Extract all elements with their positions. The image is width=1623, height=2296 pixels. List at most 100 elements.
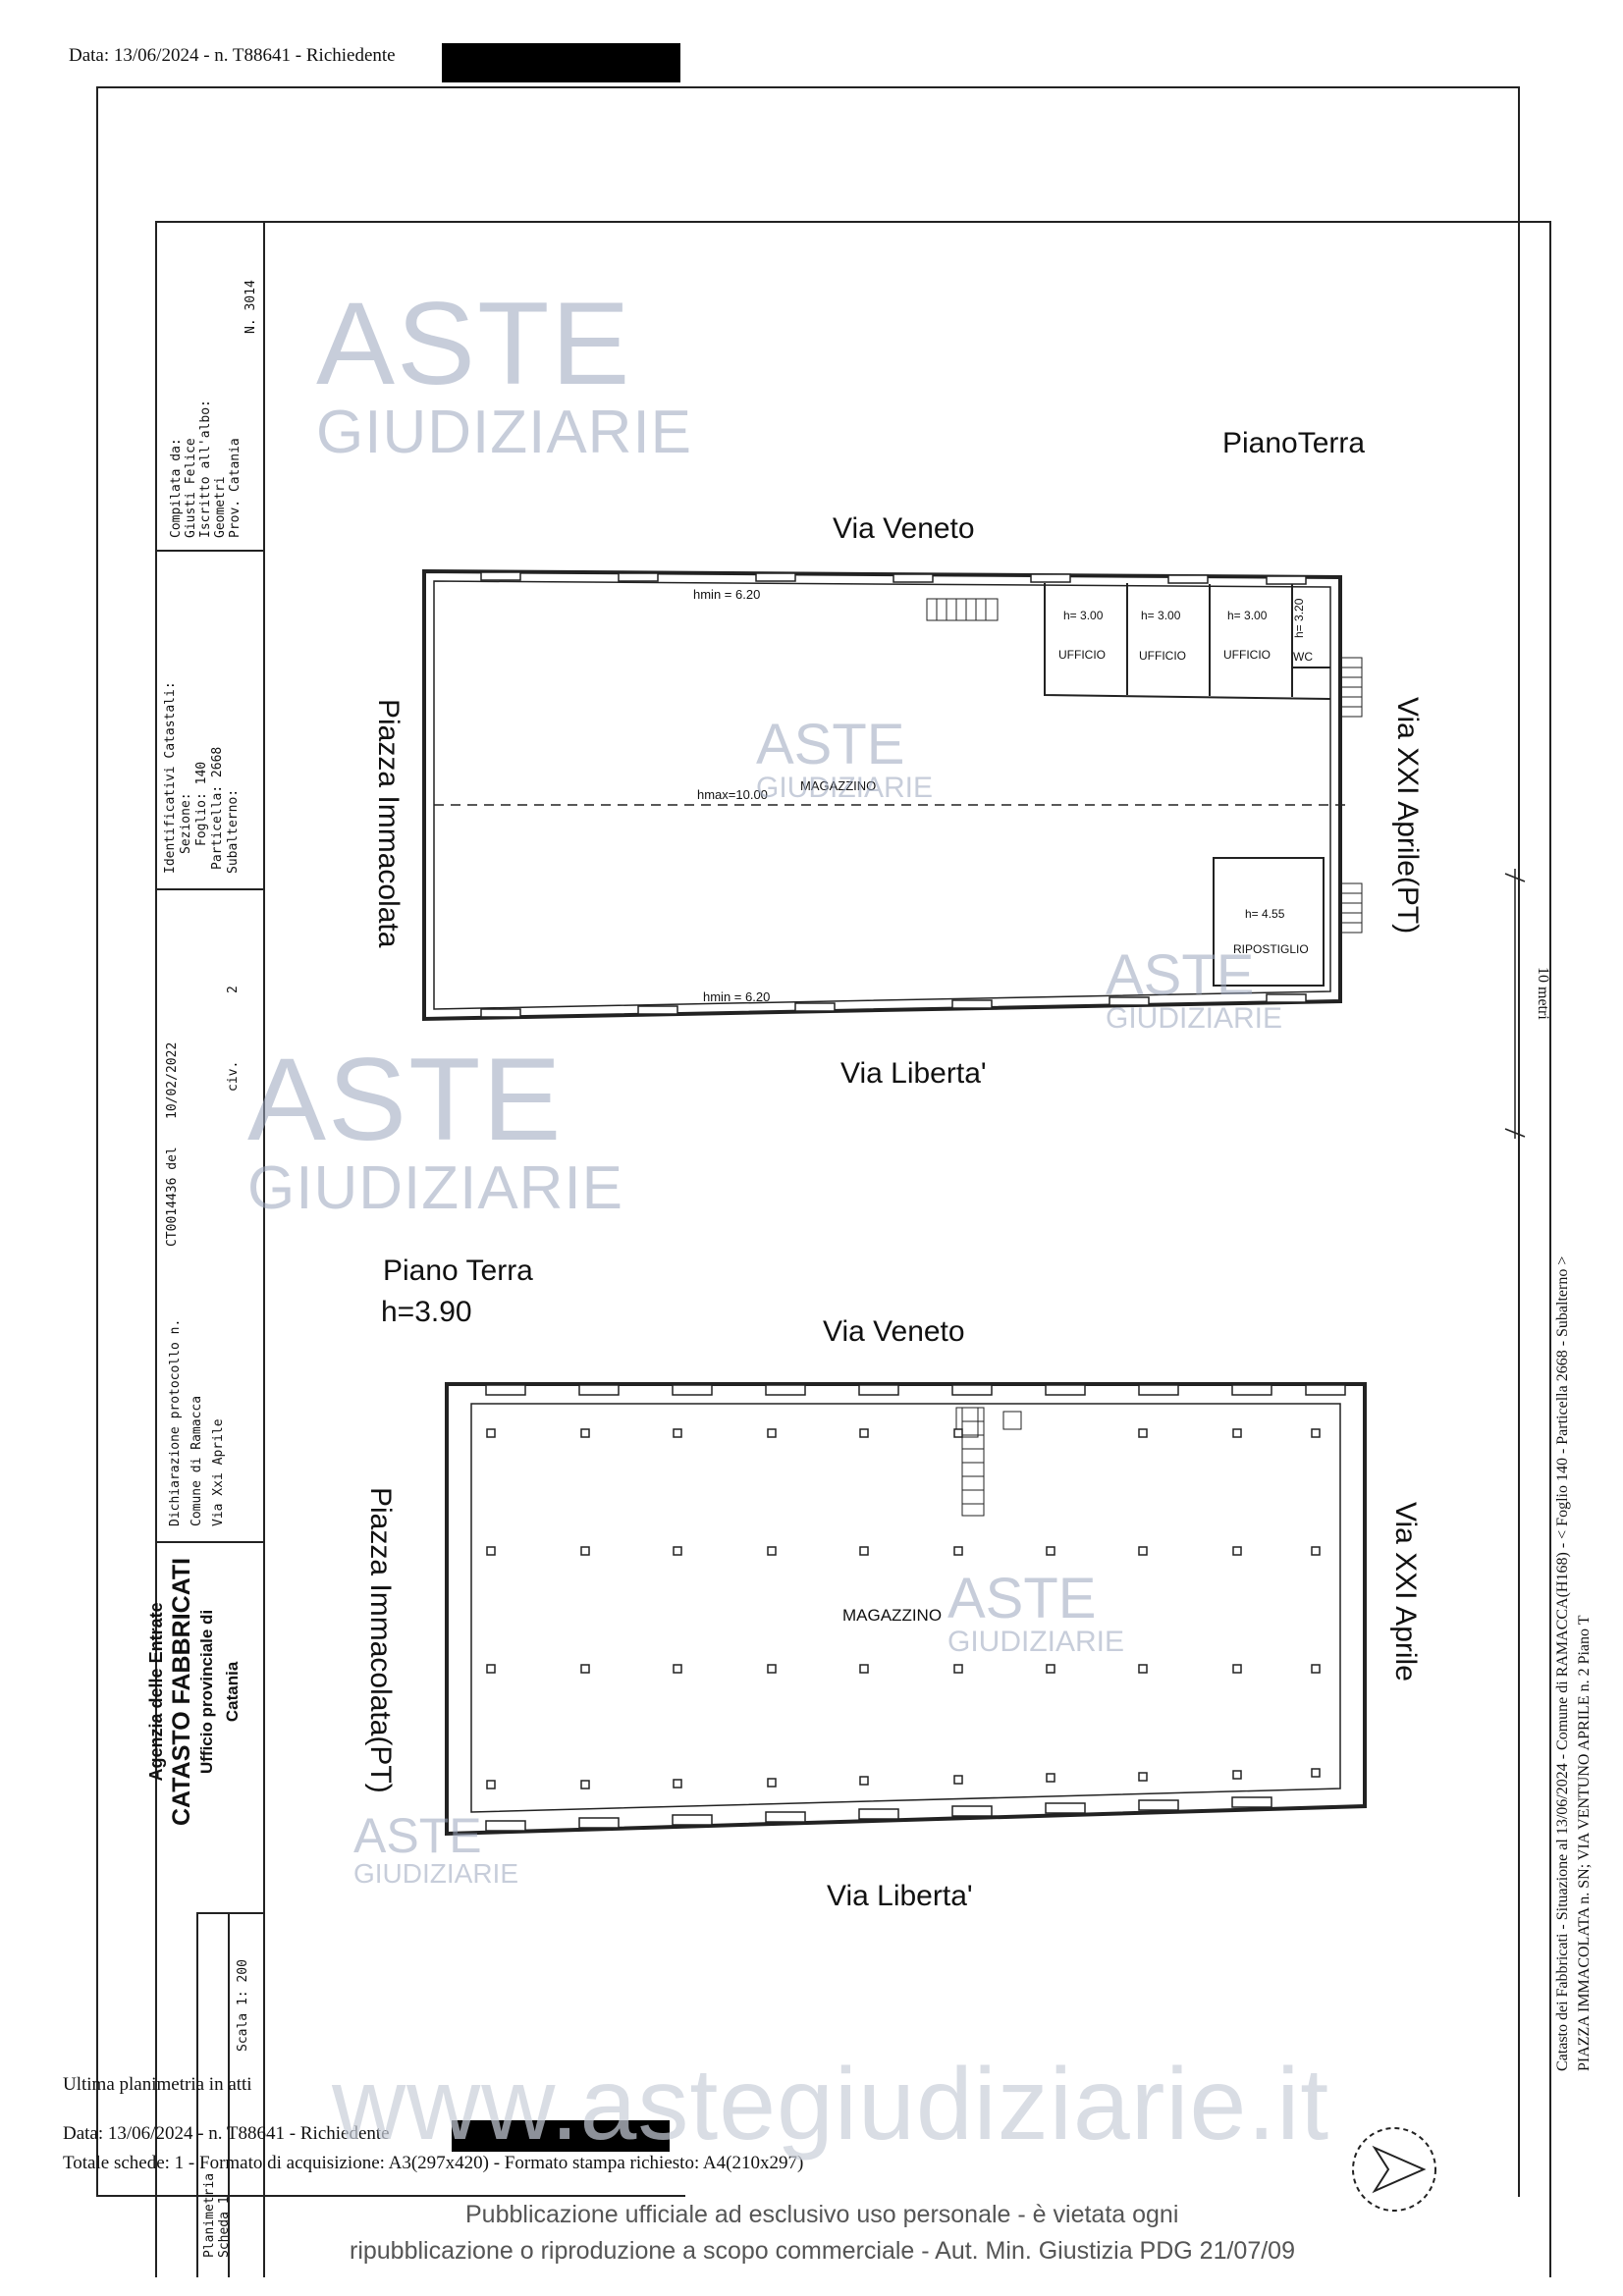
sidebar-compiled-line: Compilata da:	[169, 438, 184, 538]
sidebar-sep-2	[155, 888, 263, 890]
wc-height: h= 3.20	[1292, 598, 1306, 638]
footer-notice-2: ripubblicazione o riproduzione a scopo c…	[350, 2237, 1295, 2265]
sidebar-agency-block: Agenzia delle Entrate CATASTO FABBRICATI…	[143, 1558, 245, 1826]
bottom-plan-stair	[955, 1407, 1022, 1517]
sidebar-province: Catania	[223, 1661, 242, 1723]
watermark-logo-6: ASTE GIUDIZIARIE	[353, 1811, 518, 1888]
office-1-height: h= 3.00	[1063, 609, 1104, 622]
bottom-plan-bottom-windows	[485, 1796, 1272, 1832]
top-floor-plan	[422, 569, 1363, 1022]
office-3-height: h= 3.00	[1227, 609, 1268, 622]
office-partitions	[1044, 583, 1331, 700]
watermark-aste-text: ASTE	[353, 1808, 482, 1863]
sidebar-sep-4	[196, 1912, 263, 1914]
top-street-east: Via XXI Aprile(PT)	[1391, 697, 1424, 934]
bottom-street-east: Via XXI Aprile	[1389, 1502, 1422, 1682]
watermark-aste-text: ASTE	[947, 1567, 1097, 1630]
sidebar-plan-box-left	[196, 1912, 198, 2277]
top-street-south: Via Liberta'	[840, 1057, 987, 1090]
watermark-aste-text: ASTE	[247, 1034, 564, 1165]
watermark-giudiziarie-text: GIUDIZIARIE	[353, 1858, 519, 1889]
sidebar-plan-box: Planimetria Scheda 1	[202, 2173, 232, 2258]
top-hmin-south: hmin = 6.20	[703, 989, 771, 1004]
sidebar-compiled-line: Prov. Catania	[228, 438, 243, 538]
top-wall-windows	[480, 571, 1307, 585]
bottom-main-room: MAGAZZINO	[842, 1606, 943, 1625]
sheet-top-border	[96, 86, 1520, 88]
storage-label: RIPOSTIGLIO	[1233, 942, 1309, 956]
watermark-giudiziarie-text: GIUDIZIARIE	[247, 1154, 624, 1222]
sidebar-civ-number: 2	[226, 986, 241, 993]
sidebar-office: Ufficio provinciale di	[197, 1609, 216, 1775]
storage-height: h= 4.55	[1245, 907, 1285, 921]
bottom-height: h=3.90	[381, 1296, 472, 1328]
sidebar-identifier-line: Sezione:	[179, 792, 193, 854]
footer-last-plan: Ultima planimetria in atti	[63, 2074, 252, 2095]
watermark-logo-1: ASTE GIUDIZIARIE	[316, 285, 692, 463]
pillar-grid	[486, 1428, 1321, 1789]
watermark-aste-text: ASTE	[316, 278, 632, 409]
bottom-plan-top-windows	[485, 1384, 1346, 1396]
office-2-label: UFFICIO	[1139, 649, 1186, 663]
sidebar-protocol-number: CT0014436 del	[165, 1147, 180, 1247]
right-margin-line-2: PIAZZA IMMACOLATA n. SN; VIA VENTUNO APR…	[1576, 1615, 1593, 2071]
sidebar-protocol-block: Dichiarazione protocollo n. Comune di Ra…	[165, 1319, 230, 1526]
top-floor-label: PianoTerra	[1222, 427, 1366, 459]
sidebar-catasto: CATASTO FABBRICATI	[168, 1557, 195, 1826]
top-street-north: Via Veneto	[833, 512, 975, 545]
top-hmin-north: hmin = 6.20	[693, 587, 761, 602]
watermark-logo-2: ASTE GIUDIZIARIE	[756, 717, 933, 803]
watermark-giudiziarie-text: GIUDIZIARIE	[316, 399, 693, 466]
footer-website-watermark[interactable]: www.astegiudiziarie.it	[332, 2048, 1330, 2162]
bottom-street-south: Via Liberta'	[827, 1880, 973, 1912]
bottom-wall-windows	[480, 993, 1307, 1018]
sidebar-compiled-line: Iscritto all'albo:	[198, 400, 213, 538]
footer-date-line: Data: 13/06/2024 - n. T88641 - Richieden…	[63, 2123, 390, 2144]
watermark-logo-3: ASTE GIUDIZIARIE	[1106, 947, 1282, 1034]
watermark-logo-5: ASTE GIUDIZIARIE	[947, 1571, 1124, 1657]
footer-totals: Totale schede: 1 - Formato di acquisizio…	[63, 2153, 804, 2173]
sidebar-compiled-block: Compilata da: Giusti Felice Iscritto all…	[169, 400, 243, 538]
top-plan-stair	[926, 598, 999, 621]
footer-notice-1: Pubblicazione ufficiale ad esclusivo uso…	[465, 2201, 1179, 2228]
bottom-floor-plan	[445, 1382, 1367, 1837]
wc-label: WC	[1293, 650, 1313, 664]
office-3-label: UFFICIO	[1223, 648, 1271, 662]
redacted-requester	[442, 43, 680, 82]
redacted-requester-footer	[452, 2120, 670, 2152]
sidebar-compiled-line: Geometri	[213, 476, 228, 538]
sidebar-plan-line: Planimetria	[202, 2172, 217, 2258]
scale-bar-label: 10 metri	[1535, 967, 1551, 1020]
watermark-giudiziarie-text: GIUDIZIARIE	[1106, 1002, 1283, 1035]
sheet-left-border	[96, 86, 98, 2197]
frame-top	[155, 221, 1549, 223]
sidebar-number: N. 3014	[243, 280, 258, 334]
east-entrance-stairs	[1339, 657, 1363, 934]
sidebar-protocol-line: Dichiarazione protocollo n.	[168, 1318, 183, 1526]
scale-bar	[1504, 869, 1526, 1139]
watermark-logo-4: ASTE GIUDIZIARIE	[247, 1041, 623, 1219]
sidebar-identifier-line: Subalterno:	[226, 788, 241, 874]
watermark-aste-text: ASTE	[756, 713, 905, 776]
watermark-aste-text: ASTE	[1106, 943, 1255, 1007]
sidebar-scale: Scala 1: 200	[236, 1959, 250, 2052]
bottom-street-north: Via Veneto	[823, 1315, 965, 1348]
sidebar-identifiers-block: Identificativi Catastali: Sezione: Fogli…	[163, 681, 242, 874]
top-hmax: hmax=10.00	[697, 787, 768, 802]
sidebar-protocol-date: 10/02/2022	[165, 1041, 180, 1119]
bottom-floor-label: Piano Terra	[383, 1255, 533, 1287]
frame-right	[1549, 221, 1551, 2277]
sidebar-sep-1	[155, 550, 263, 552]
storage-room-walls	[1213, 857, 1325, 987]
sidebar-compiled-line: Giusti Felice	[184, 438, 198, 538]
sheet-bottom-border	[96, 2195, 685, 2197]
bottom-street-west: Piazza Immacolata(PT)	[364, 1487, 397, 1793]
sidebar-identifier-line: Particella: 2668	[210, 746, 225, 870]
sidebar-sep-3	[155, 1541, 263, 1543]
sidebar-protocol-line: Comune di Ramacca	[189, 1395, 204, 1526]
sidebar-civ-label: civ.	[226, 1060, 241, 1092]
watermark-giudiziarie-text: GIUDIZIARIE	[756, 772, 934, 804]
top-street-west: Piazza Immacolata	[372, 699, 405, 948]
top-main-room: MAGAZZINO	[800, 778, 877, 793]
sidebar-identifier-line: Identificativi Catastali:	[163, 681, 178, 874]
